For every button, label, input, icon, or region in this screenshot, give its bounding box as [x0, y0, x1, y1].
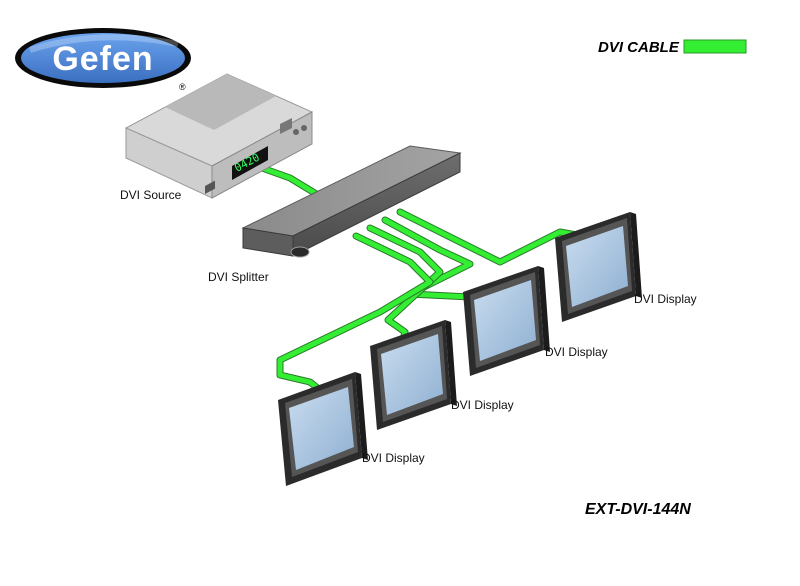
- display-3-label: DVI Display: [545, 345, 608, 359]
- cable-to-display-1: [277, 233, 433, 393]
- display-1-screen-icon: [289, 387, 354, 470]
- display-2-label: DVI Display: [451, 398, 514, 412]
- display-2-screen-icon: [381, 334, 443, 415]
- display-4-screen-icon: [566, 226, 628, 307]
- display-3-screen-icon: [474, 280, 536, 361]
- dvi-display-2: [370, 320, 457, 430]
- cable-to-display-2: [367, 225, 443, 347]
- display-1-label: DVI Display: [362, 451, 425, 465]
- legend: DVI CABLE: [598, 39, 747, 56]
- dvi-display-3: [463, 266, 550, 376]
- logo-wordmark: Gefen: [52, 40, 153, 78]
- legend-cable-swatch: [683, 39, 747, 54]
- splitter-label: DVI Splitter: [208, 270, 269, 284]
- gefen-logo: Gefen ®: [15, 28, 191, 92]
- model-number: EXT-DVI-144N: [585, 501, 691, 518]
- dvi-display-4: [555, 212, 642, 322]
- cable-to-display-3: [382, 217, 493, 301]
- registered-mark: ®: [179, 82, 186, 92]
- source-label: DVI Source: [120, 188, 182, 202]
- dvi-source-device: 0420: [124, 73, 314, 199]
- cable-source-to-splitter: [259, 165, 321, 198]
- dvi-display-1: [278, 372, 368, 486]
- display-4-label: DVI Display: [634, 292, 697, 306]
- legend-label: DVI CABLE: [598, 39, 680, 56]
- dvi-splitter-device: [241, 145, 462, 258]
- splitter-badge-icon: [290, 246, 310, 258]
